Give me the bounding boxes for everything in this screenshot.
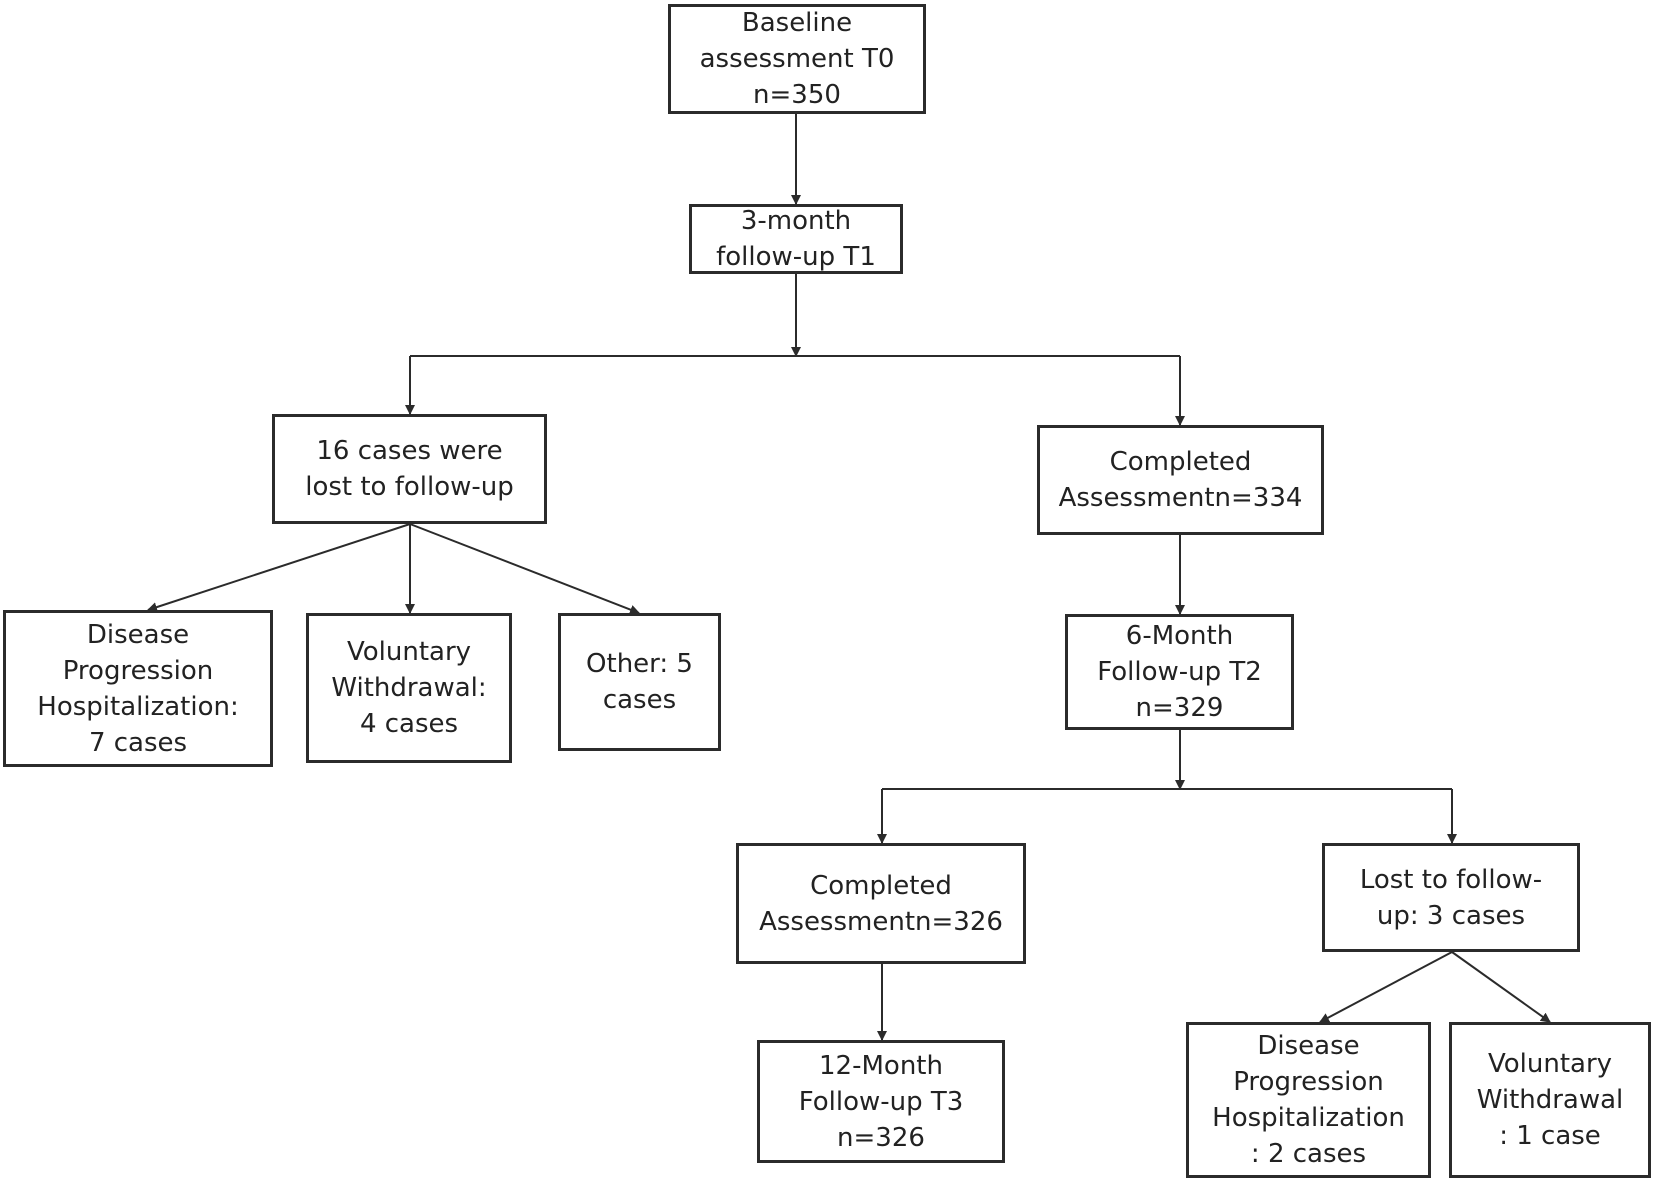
connector-lost-t2-to-disease — [1319, 951, 1453, 1023]
box-text-line: : 1 case — [1499, 1121, 1601, 1151]
box-text-line: Other: 5 — [586, 649, 693, 679]
box-text-line: Withdrawal: — [331, 673, 487, 703]
box-text-line: : 2 cases — [1250, 1139, 1367, 1169]
box-text-line: Progression — [62, 655, 214, 686]
box-text-line: Follow-up T2 — [1097, 657, 1262, 687]
box-text-line: Hospitalization: — [37, 691, 239, 722]
box-text-line: follow-up T1 — [716, 242, 876, 272]
box-text-line: 6-Month — [1125, 621, 1234, 651]
box-text-line: Hospitalization — [1212, 1103, 1405, 1133]
box-text-line: Assessmentn=334 — [1058, 483, 1303, 513]
box-text-line: n=329 — [1135, 693, 1224, 723]
box-text-line: 3-month — [740, 206, 852, 236]
box-text-line: n=350 — [753, 80, 841, 110]
box-text-line: assessment T0 — [699, 44, 895, 74]
box-text-line: n=326 — [837, 1122, 925, 1153]
three-month-followup-box: 3-month follow-up T1 — [689, 204, 903, 274]
box-text-line: cases — [602, 685, 677, 715]
box-text-line: Follow-up T3 — [798, 1086, 964, 1117]
box-text-line: 4 cases — [359, 709, 459, 739]
box-text-line: lost to follow-up — [305, 472, 514, 502]
other-reasons-t1-box: Other: 5 cases — [558, 613, 721, 751]
lost-to-followup-t2-box: Lost to follow-up: 3 cases — [1322, 843, 1580, 952]
box-text-line: 12-Month — [819, 1050, 943, 1081]
connector-lost-t2-to-voluntary — [1451, 951, 1551, 1023]
lost-to-followup-t1-box: 16 cases were lost to follow-up — [272, 414, 547, 524]
box-text-line: Voluntary — [346, 637, 472, 667]
box-text-line: Disease — [1257, 1031, 1360, 1061]
box-text-line: Disease — [86, 619, 190, 650]
box-text-line: Completed — [1109, 447, 1252, 477]
box-text-line: Withdrawal — [1476, 1085, 1624, 1115]
box-text-line: Lost to follow- — [1359, 864, 1543, 895]
baseline-assessment-box: Baseline assessment T0 n=350 — [668, 4, 926, 114]
box-text-line: Baseline — [741, 8, 853, 38]
box-text-line: up: 3 cases — [1376, 900, 1526, 931]
box-text-line: Progression — [1233, 1067, 1384, 1097]
box-text-line: 16 cases were — [316, 436, 503, 466]
connector-lost-t1-to-disease — [147, 523, 411, 612]
box-text-line: Assessmentn=326 — [759, 906, 1003, 937]
box-text-line: 7 cases — [88, 727, 188, 758]
connector-lost-t1-to-other — [409, 523, 640, 615]
box-text-line: Voluntary — [1487, 1049, 1613, 1079]
box-text-line: Completed — [810, 870, 952, 901]
